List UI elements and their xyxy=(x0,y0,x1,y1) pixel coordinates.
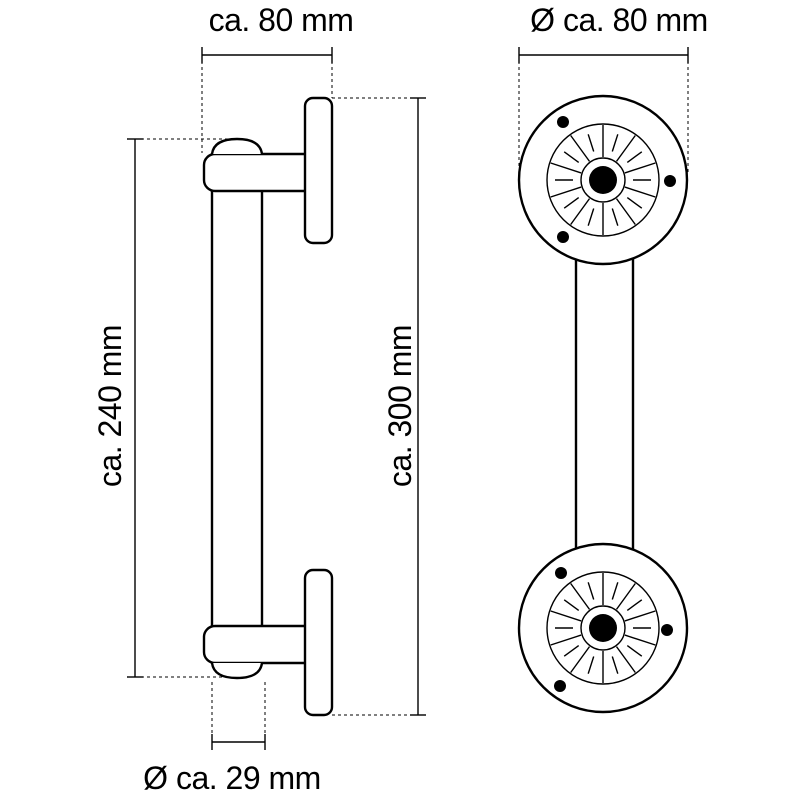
rosette-spoke xyxy=(550,610,582,622)
label-flange-diameter: Ø ca. 80 mm xyxy=(530,2,708,38)
label-bar-diameter: Ø ca. 29 mm xyxy=(143,760,321,796)
rosette-petal-line xyxy=(587,656,595,674)
rosette-spoke xyxy=(624,610,656,622)
screw-icon xyxy=(557,116,569,128)
bottom-wall-flange-side xyxy=(303,568,334,717)
screw-icon xyxy=(555,567,567,579)
rosette-spoke xyxy=(570,583,591,610)
rosette-petal-line xyxy=(563,599,580,611)
rosette-petal-line xyxy=(587,134,595,152)
rosette-petal-line xyxy=(563,645,580,657)
label-bar-length: ca. 240 mm xyxy=(92,325,128,487)
rosette-spoke xyxy=(570,646,591,673)
rosette-spoke xyxy=(570,135,591,162)
screw-icon xyxy=(661,624,673,636)
top-hub xyxy=(589,166,617,194)
rosette-spoke xyxy=(615,198,636,225)
rosette-petal-line xyxy=(587,582,595,600)
rosette-spoke xyxy=(615,646,636,673)
screw-icon xyxy=(664,175,676,187)
bottom-arm-side xyxy=(202,624,318,665)
front-view xyxy=(517,55,689,714)
rosette-spoke xyxy=(624,186,656,198)
dimension-flange-diameter xyxy=(518,47,689,63)
rosette-petal-line xyxy=(611,134,619,152)
bottom-end-cap-side xyxy=(210,662,264,680)
top-end-cap-side xyxy=(210,137,264,155)
rosette-petal-line xyxy=(587,208,595,226)
label-arm-projection: ca. 80 mm xyxy=(209,2,354,38)
bottom-rosette-spokes xyxy=(550,573,656,683)
rosette-petal-line xyxy=(626,197,643,209)
top-rosette-spokes xyxy=(550,125,656,235)
rosette-spoke xyxy=(615,135,636,162)
rosette-petal-line xyxy=(563,151,580,163)
rosette-spoke xyxy=(624,634,656,646)
rosette-petal-line xyxy=(626,599,643,611)
rosette-petal-line xyxy=(563,197,580,209)
dimension-bar-length xyxy=(127,138,143,678)
rosette-petal-line xyxy=(611,582,619,600)
top-wall-flange-side xyxy=(303,96,334,245)
rosette-petal-line xyxy=(611,208,619,226)
screw-icon xyxy=(557,231,569,243)
screw-icon xyxy=(554,680,566,692)
rosette-spoke xyxy=(624,162,656,174)
bar-tube-front xyxy=(574,238,635,572)
top-arm-side xyxy=(202,152,318,193)
bar-tube-side xyxy=(210,183,264,637)
top-hub-ring xyxy=(580,157,626,203)
dimension-overall-length xyxy=(410,97,426,716)
rosette-spoke xyxy=(550,162,582,174)
bottom-flange-inner xyxy=(546,571,660,685)
side-view xyxy=(135,55,418,742)
dimension-arm-projection xyxy=(201,47,333,63)
bottom-rosette xyxy=(517,542,689,714)
top-flange-inner xyxy=(546,123,660,237)
top-rosette xyxy=(517,94,689,266)
rosette-spoke xyxy=(570,198,591,225)
label-overall-length: ca. 300 mm xyxy=(382,325,418,487)
rosette-petal-line xyxy=(626,151,643,163)
dimension-bar-diameter xyxy=(211,734,266,750)
rosette-petal-line xyxy=(611,656,619,674)
rosette-petal-line xyxy=(626,645,643,657)
rosette-spoke xyxy=(615,583,636,610)
bottom-hub xyxy=(589,614,617,642)
bottom-hub-ring xyxy=(580,605,626,651)
rosette-spoke xyxy=(550,634,582,646)
rosette-spoke xyxy=(550,186,582,198)
